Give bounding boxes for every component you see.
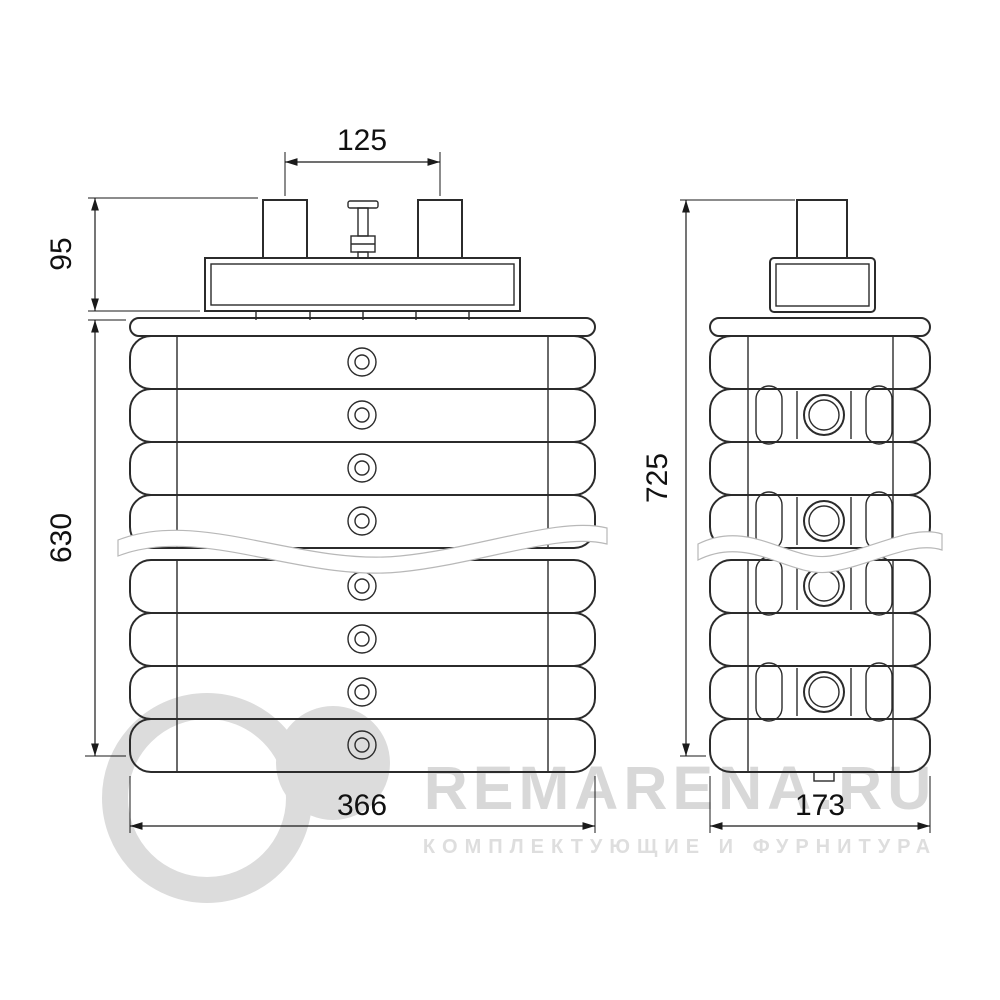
dim-label-630: 630 <box>45 513 78 563</box>
front-break-band <box>117 524 608 574</box>
side-bottom-tab <box>813 771 835 782</box>
watermark: REMARENA.RU КОМПЛЕКТУЮЩИЕ И ФУРНИТУРА <box>102 693 937 903</box>
side-top-block <box>769 257 876 313</box>
dim-side-width: 173 <box>709 776 931 833</box>
watermark-logo-disc-icon <box>276 706 390 820</box>
dim-head-height: 95 <box>45 197 258 312</box>
watermark-tagline-text: КОМПЛЕКТУЮЩИЕ И ФУРНИТУРА <box>423 836 937 858</box>
dim-top-pin-spacing: 125 <box>284 124 441 196</box>
dim-front-width: 366 <box>129 776 596 833</box>
watermark-logo-ring-icon <box>102 693 312 903</box>
side-post <box>796 199 848 259</box>
dim-label-725: 725 <box>641 453 674 503</box>
front-right-post <box>417 199 463 259</box>
dim-label-125: 125 <box>337 124 387 157</box>
dim-label-95: 95 <box>45 237 78 270</box>
dim-label-366: 366 <box>337 789 387 822</box>
dim-label-173: 173 <box>795 789 845 822</box>
dimensions: 125 95 630 366 725 <box>45 124 931 833</box>
side-plate-stack <box>709 317 931 773</box>
dim-stack-height: 630 <box>45 319 126 757</box>
front-pin-holes <box>347 347 377 760</box>
front-head-assembly <box>204 199 521 320</box>
side-head-assembly <box>769 199 876 313</box>
dim-overall-height: 725 <box>641 199 795 757</box>
front-left-post <box>262 199 308 259</box>
front-selector-pin <box>347 200 379 259</box>
front-view <box>117 199 608 773</box>
front-top-plate <box>204 257 521 312</box>
side-break-band <box>697 531 943 574</box>
watermark-brand-text: REMARENA.RU <box>424 754 937 822</box>
side-view <box>697 199 943 782</box>
